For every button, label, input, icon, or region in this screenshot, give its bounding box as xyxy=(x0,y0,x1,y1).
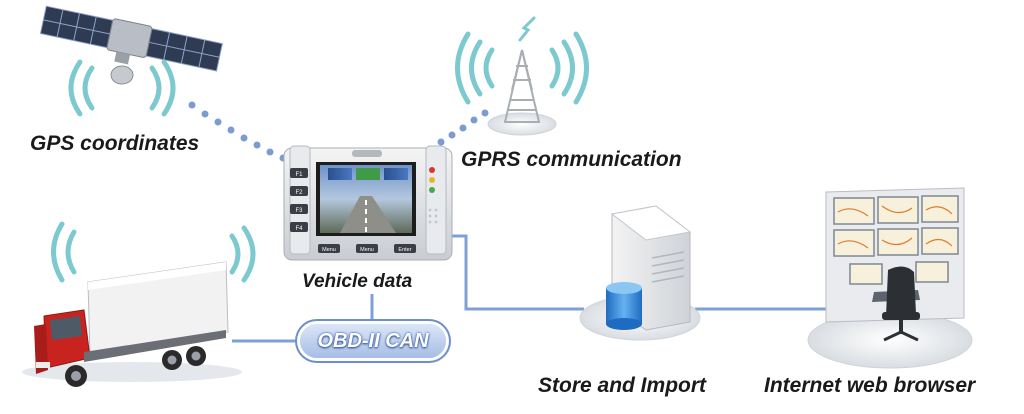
gprs-communication-label: GPRS communication xyxy=(461,148,682,171)
truck-icon xyxy=(22,261,242,387)
connection-lines xyxy=(232,234,826,343)
satellite-signal-waves xyxy=(68,59,176,117)
device-button-menu-2: Menu xyxy=(360,247,374,253)
obd-ii-can-label: OBD-II CAN xyxy=(317,329,429,352)
device-bottom-buttons: Menu Menu Enter xyxy=(318,244,416,253)
device-to-server-line xyxy=(452,234,584,311)
device-button-f3: F3 xyxy=(295,208,303,214)
tower-icon xyxy=(487,49,557,136)
vehicle-terminal-icon: F1 F2 F3 F4 Menu Menu Enter xyxy=(283,145,453,261)
device-button-f4: F4 xyxy=(295,226,303,232)
store-and-import-label: Store and Import xyxy=(538,374,707,397)
database-icon xyxy=(606,282,642,330)
obd-ii-can-badge: OBD-II CAN xyxy=(300,324,446,358)
device-button-menu-1: Menu xyxy=(322,247,336,253)
gprs-dotted-link xyxy=(426,109,489,153)
operator-chair-icon xyxy=(882,266,920,342)
tower-signal-waves xyxy=(455,16,589,105)
device-button-f2: F2 xyxy=(295,190,303,196)
gps-dotted-link xyxy=(188,101,287,162)
device-side-buttons: F1 F2 F3 F4 xyxy=(290,168,308,232)
satellite-icon xyxy=(39,5,223,85)
monitor-wall-icon xyxy=(807,187,973,369)
device-button-f1: F1 xyxy=(295,172,303,178)
gps-coordinates-label: GPS coordinates xyxy=(30,132,199,155)
device-button-enter: Enter xyxy=(398,247,411,253)
truck-signal-waves xyxy=(51,221,256,283)
vehicle-data-label: Vehicle data xyxy=(302,271,413,292)
internet-web-browser-label: Internet web browser xyxy=(764,374,977,397)
